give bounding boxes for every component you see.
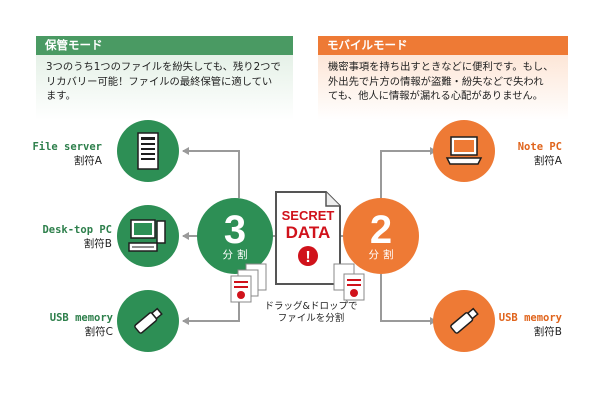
secret-text: SECRET (282, 208, 335, 223)
mobile-mode-panel: モバイルモード 機密事項を持ち出すときなどに便利です。もし、 外出先で片方の情報… (318, 36, 568, 120)
usb-memory-icon (450, 307, 479, 334)
description-line: ます。 (46, 90, 76, 102)
arrow-to-usb-memory-b (380, 274, 437, 325)
split-three-hub: 3 分割 (197, 198, 273, 274)
usb-memory-b-label: USB memory 割符B (499, 312, 562, 339)
split-count: 3 (223, 207, 247, 252)
split-fragment-documents-left (230, 263, 267, 303)
laptop-icon (445, 136, 483, 165)
file-server-device (117, 120, 179, 182)
piece-name: 割符B (533, 326, 562, 338)
storage-mode-description: 3つのうち1つのファイルを紛失しても、残り2つで リカバリー可能！ファイルの最終… (36, 55, 293, 120)
usb-memory-c-device (117, 290, 179, 352)
desktop-pc-icon (128, 219, 166, 252)
usb-memory-c-label: USB memory 割符C (50, 312, 113, 339)
drag-drop-caption: ドラッグ&ドロップで ファイルを分割 (256, 301, 366, 325)
note-pc-label: Note PC 割符A (518, 141, 562, 168)
desktop-pc-label: Desk-top PC 割符B (42, 224, 112, 251)
description-line: リカバリー可能！ファイルの最終保管に適してい (46, 75, 273, 88)
device-name: File server (32, 141, 102, 153)
mobile-mode-title: モバイルモード (318, 36, 568, 55)
caption-line: ドラッグ&ドロップで (264, 301, 358, 312)
piece-name: 割符A (73, 155, 102, 167)
arrow-to-note-pc (380, 147, 437, 198)
warning-mark: ! (305, 249, 310, 266)
arrow-to-file-server (182, 147, 240, 198)
split-two-hub: 2 分割 (343, 198, 419, 274)
device-name: USB memory (49, 312, 113, 324)
mobile-mode-description: 機密事項を持ち出すときなどに便利です。もし、 外出先で片方の情報が盗難・紛失など… (318, 55, 568, 120)
note-pc-device (433, 120, 495, 182)
description-line: 機密事項を持ち出すときなどに便利です。もし、 (328, 61, 554, 73)
storage-mode-panel: 保管モード 3つのうち1つのファイルを紛失しても、残り2つで リカバリー可能！フ… (36, 36, 293, 120)
usb-memory-icon (134, 307, 163, 334)
split-count: 2 (369, 207, 393, 252)
device-name: Note PC (517, 141, 562, 153)
description-line: ても、他人に情報が漏れる心配がありません。 (328, 90, 544, 102)
warning-icon (298, 246, 318, 266)
device-name: Desk-top PC (42, 224, 112, 236)
split-fragment-documents-right (333, 263, 365, 301)
file-server-label: File server 割符A (32, 141, 102, 168)
piece-name: 割符A (533, 155, 562, 167)
piece-name: 割符B (83, 238, 112, 250)
data-text: DATA (286, 223, 331, 242)
usb-memory-b-device (433, 290, 495, 352)
desktop-pc-device (117, 205, 179, 267)
storage-mode-title: 保管モード (36, 36, 293, 55)
description-line: 外出先で片方の情報が盗難・紛失などで失われ (328, 75, 544, 88)
secret-data-document: SECRET DATA ! (272, 190, 344, 292)
description-line: 3つのうち1つのファイルを紛失しても、残り2つで (46, 61, 281, 73)
device-name: USB memory (498, 312, 562, 324)
caption-line: ファイルを分割 (277, 313, 345, 324)
server-icon (137, 132, 159, 170)
piece-name: 割符C (84, 326, 113, 338)
split-label: 分割 (222, 248, 252, 261)
split-label: 分割 (368, 248, 398, 261)
